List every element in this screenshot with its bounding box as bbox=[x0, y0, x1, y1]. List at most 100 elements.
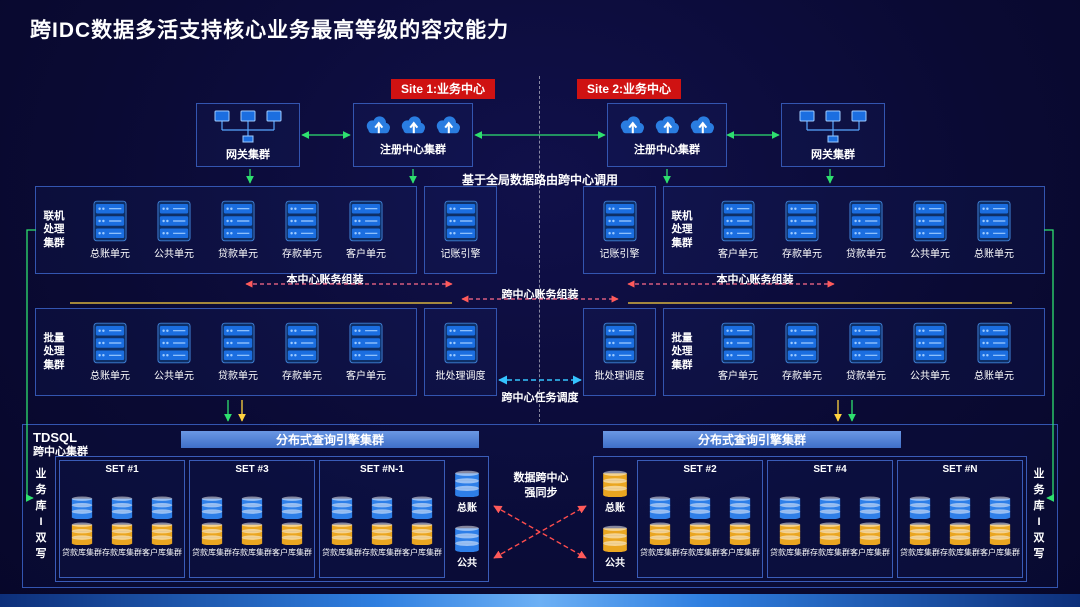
server-icon bbox=[913, 322, 947, 364]
db-cluster-cell: 存款库集群 bbox=[232, 477, 272, 575]
unit-label: 贷款单元 bbox=[218, 371, 258, 382]
batch-scheduler-left: 批处理调度 bbox=[424, 308, 497, 396]
online-cluster-right: 联机处理集群 客户单元 存款单元 贷款单元 公共单元 总账单元 bbox=[663, 186, 1045, 274]
db-cluster-label: 存款库集群 bbox=[940, 547, 980, 557]
db-cluster-label: 存款库集群 bbox=[232, 547, 272, 557]
gateway-cluster-right: 网关集群 bbox=[781, 103, 885, 167]
server-unit: 批处理调度 bbox=[436, 322, 486, 382]
unit-label: 公共单元 bbox=[154, 249, 194, 260]
server-icon bbox=[285, 200, 319, 242]
db-cluster-cell: 客户库集群 bbox=[720, 477, 760, 575]
group-label: 联机处理集群 bbox=[43, 209, 65, 249]
database-icon-yellow bbox=[238, 521, 266, 545]
database-icon-yellow bbox=[148, 521, 176, 545]
db-cluster-label: 客户库集群 bbox=[720, 547, 760, 557]
set-title: SET #N-1 bbox=[360, 464, 404, 475]
db-cluster-cell: 贷款库集群 bbox=[192, 477, 232, 575]
database-icon-blue bbox=[368, 495, 396, 519]
unit-label: 贷款单元 bbox=[846, 371, 886, 382]
server-unit: 存款单元 bbox=[782, 322, 822, 382]
db-stack-label: 总账 bbox=[457, 503, 477, 515]
db-cluster-cell: 存款库集群 bbox=[102, 477, 142, 575]
server-unit: 总账单元 bbox=[974, 322, 1014, 382]
database-icon-blue bbox=[646, 495, 674, 519]
server-unit: 存款单元 bbox=[282, 200, 322, 260]
db-cluster-label: 贷款库集群 bbox=[62, 547, 102, 557]
server-icon bbox=[603, 200, 637, 242]
local-assembly-note-right: 本中心账务组装 bbox=[716, 274, 794, 286]
set-box: SET #4 贷款库集群 存款库集群 客户库集群 bbox=[767, 460, 893, 578]
server-icon bbox=[221, 200, 255, 242]
unit-row: 总账单元 公共单元 贷款单元 存款单元 客户单元 bbox=[66, 313, 410, 391]
server-icon bbox=[157, 322, 191, 364]
database-icon-blue bbox=[686, 495, 714, 519]
db-cluster-cell: 客户库集群 bbox=[402, 477, 442, 575]
set-title: SET #2 bbox=[683, 464, 717, 475]
server-unit: 总账单元 bbox=[90, 200, 130, 260]
database-icon-blue bbox=[108, 495, 136, 519]
unit-label: 客户单元 bbox=[346, 249, 386, 260]
set-box: SET #1 贷款库集群 存款库集群 客户库集群 bbox=[59, 460, 185, 578]
network-icon bbox=[796, 109, 870, 143]
unit-label: 客户单元 bbox=[346, 371, 386, 382]
tdsql-section: TDSQL 跨中心集群 分布式查询引擎集群 分布式查询引擎集群 业务库I双写 业… bbox=[22, 424, 1058, 588]
unit-label: 总账单元 bbox=[90, 249, 130, 260]
server-unit: 总账单元 bbox=[974, 200, 1014, 260]
db-cluster-cell: 客户库集群 bbox=[850, 477, 890, 575]
server-icon bbox=[721, 322, 755, 364]
sync-note-line1: 数据跨中心 bbox=[513, 472, 569, 484]
database-icon-blue bbox=[148, 495, 176, 519]
unit-label: 存款单元 bbox=[282, 371, 322, 382]
set-db-grid: 贷款库集群 存款库集群 客户库集群 bbox=[640, 477, 760, 575]
server-icon bbox=[849, 200, 883, 242]
set-db-grid: 贷款库集群 存款库集群 客户库集群 bbox=[322, 477, 442, 575]
query-engine-bar-right: 分布式查询引擎集群 bbox=[603, 431, 901, 448]
unit-label: 贷款单元 bbox=[846, 249, 886, 260]
sets-group-right: 总账 公共 SET #2 贷款库集群 存款库集群 客户库集群 bbox=[593, 456, 1027, 582]
server-unit: 公共单元 bbox=[910, 322, 950, 382]
server-icon bbox=[221, 322, 255, 364]
cluster-label: 注册中心集群 bbox=[380, 143, 446, 156]
db-stack: 总账 bbox=[598, 469, 632, 514]
server-unit: 公共单元 bbox=[154, 200, 194, 260]
database-icon-blue bbox=[238, 495, 266, 519]
local-assembly-note-left: 本中心账务组装 bbox=[286, 274, 364, 286]
set-title: SET #1 bbox=[105, 464, 139, 475]
server-icon bbox=[849, 322, 883, 364]
server-unit: 批处理调度 bbox=[595, 322, 645, 382]
db-cluster-label: 客户库集群 bbox=[850, 547, 890, 557]
server-unit: 贷款单元 bbox=[846, 200, 886, 260]
sets-group-left: SET #1 贷款库集群 存款库集群 客户库集群 SET #3 bbox=[55, 456, 489, 582]
unit-row: 总账单元 公共单元 贷款单元 存款单元 客户单元 bbox=[66, 191, 410, 269]
server-icon bbox=[93, 200, 127, 242]
database-icon-yellow bbox=[198, 521, 226, 545]
db-cluster-label: 贷款库集群 bbox=[322, 547, 362, 557]
unit-label: 客户单元 bbox=[718, 249, 758, 260]
server-unit: 记账引擎 bbox=[441, 200, 481, 260]
unit-row: 客户单元 存款单元 贷款单元 公共单元 总账单元 bbox=[694, 191, 1038, 269]
site-divider-line bbox=[539, 76, 540, 422]
standalone-db-column-right: 总账 公共 bbox=[597, 460, 633, 578]
group-label: 联机处理集群 bbox=[671, 209, 693, 249]
db-cluster-cell: 贷款库集群 bbox=[640, 477, 680, 575]
server-unit: 贷款单元 bbox=[846, 322, 886, 382]
db-stack-label: 公共 bbox=[605, 557, 625, 569]
group-label: 批量处理集群 bbox=[671, 331, 693, 371]
dual-write-label-right: 业务库I双写 bbox=[1033, 468, 1045, 560]
server-unit: 公共单元 bbox=[154, 322, 194, 382]
server-unit: 客户单元 bbox=[346, 200, 386, 260]
query-engine-bar-left: 分布式查询引擎集群 bbox=[181, 431, 479, 448]
set-box: SET #2 贷款库集群 存款库集群 客户库集群 bbox=[637, 460, 763, 578]
db-stack: 公共 bbox=[450, 524, 484, 569]
unit-label: 存款单元 bbox=[782, 249, 822, 260]
server-icon bbox=[785, 200, 819, 242]
cloud-upload-icon bbox=[616, 114, 648, 138]
unit-row: 客户单元 存款单元 贷款单元 公共单元 总账单元 bbox=[694, 313, 1038, 391]
db-cluster-label: 客户库集群 bbox=[980, 547, 1020, 557]
set-row: SET #1 贷款库集群 存款库集群 客户库集群 SET #3 bbox=[59, 460, 445, 578]
online-cluster-left: 联机处理集群 总账单元 公共单元 贷款单元 存款单元 客户单元 bbox=[35, 186, 417, 274]
unit-label: 总账单元 bbox=[90, 371, 130, 382]
db-cluster-label: 存款库集群 bbox=[102, 547, 142, 557]
db-cluster-cell: 贷款库集群 bbox=[900, 477, 940, 575]
